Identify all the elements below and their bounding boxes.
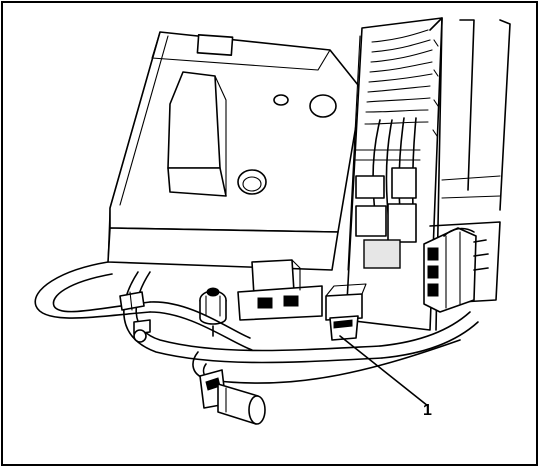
module-housing xyxy=(107,31,363,271)
relay-bracket xyxy=(237,259,323,321)
raised-block xyxy=(167,71,227,197)
callout-label-1: 1 xyxy=(423,402,432,419)
harness-plug xyxy=(199,369,266,425)
connector-callout-1 xyxy=(325,283,429,407)
mounting-hole-large xyxy=(309,94,337,118)
top-slot xyxy=(196,34,234,56)
chassis-rails xyxy=(425,19,511,305)
side-connector xyxy=(423,227,489,313)
mounting-hole-small xyxy=(273,94,289,106)
callout-leader xyxy=(339,335,429,407)
mounting-hole-lower xyxy=(237,169,267,195)
ground-stud xyxy=(199,287,227,337)
circuit-board xyxy=(345,17,443,331)
